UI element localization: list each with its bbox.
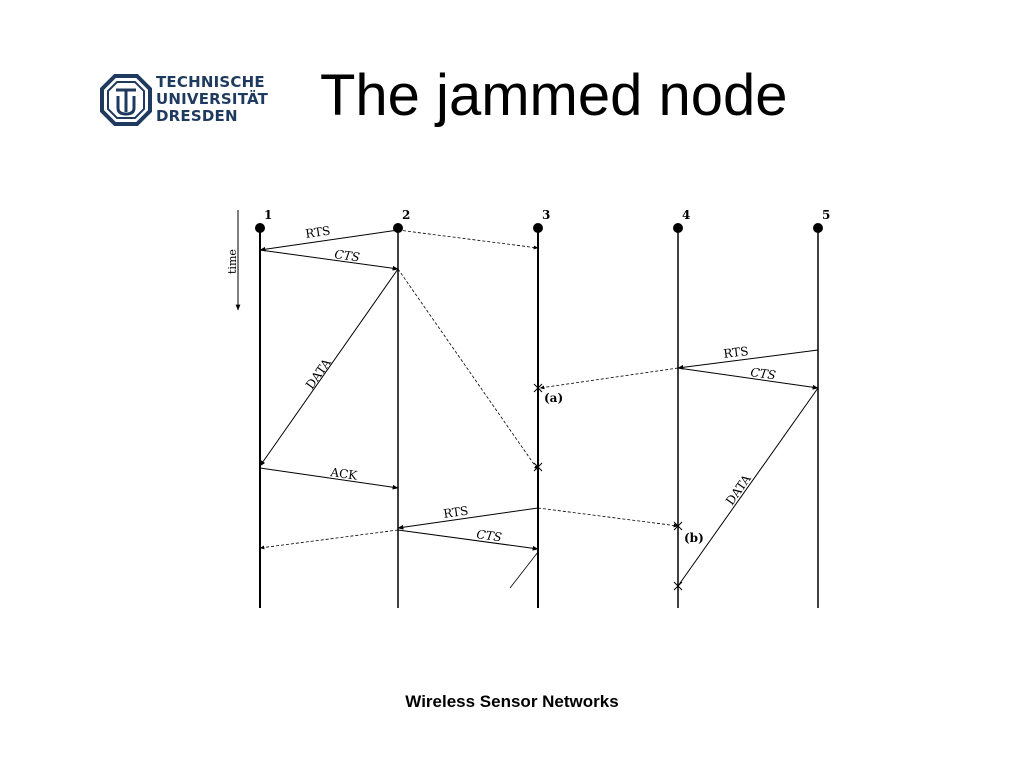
node-label-1: 1 bbox=[264, 208, 272, 222]
logo-line-2: UNIVERSITÄT bbox=[156, 90, 269, 108]
cts-overheard-2-to-1 bbox=[259, 529, 399, 550]
tu-dresden-logo-icon bbox=[100, 74, 152, 126]
logo-line-3: DRESDEN bbox=[156, 107, 238, 125]
rts-arrow-3-to-2 bbox=[397, 507, 539, 530]
rts-arrow-5-to-4 bbox=[677, 349, 819, 370]
cts-label-5: CTS bbox=[750, 365, 777, 382]
node-dot-4 bbox=[673, 223, 683, 233]
rts-arrow-2-to-1 bbox=[259, 229, 399, 252]
collision-mark-a bbox=[533, 383, 543, 393]
slide-title: The jammed node bbox=[320, 63, 788, 128]
rts-overheard-3-to-4 bbox=[537, 507, 679, 528]
data-arrow-5-to-4 bbox=[677, 387, 819, 587]
rts-label-1: RTS bbox=[304, 224, 331, 241]
node-dot-5 bbox=[813, 223, 823, 233]
university-logo: TECHNISCHE UNIVERSITÄT DRESDEN bbox=[100, 70, 270, 130]
collision-mark-3-data bbox=[533, 462, 543, 472]
rts-overheard-4-to-3 bbox=[539, 367, 679, 390]
node-dot-1 bbox=[255, 223, 265, 233]
logo-wordmark: TECHNISCHE UNIVERSITÄT DRESDEN bbox=[156, 74, 268, 125]
ack-arrow-1-to-2 bbox=[259, 467, 399, 490]
cts-label-1: CTS bbox=[334, 247, 361, 264]
logo-line-1: TECHNISCHE bbox=[156, 73, 265, 91]
data-arrow-2-to-1 bbox=[259, 268, 399, 467]
node-label-4: 4 bbox=[682, 208, 690, 222]
cts-arrow-4-to-5 bbox=[677, 367, 819, 390]
rts-overheard-2-to-3 bbox=[397, 229, 539, 250]
data-label-5: DATA bbox=[723, 472, 754, 508]
rts-label-5: RTS bbox=[723, 344, 750, 361]
node-label-5: 5 bbox=[822, 208, 830, 222]
node-label-3: 3 bbox=[542, 208, 550, 222]
time-axis-label: time bbox=[226, 249, 239, 274]
annotation-b: (b) bbox=[684, 531, 704, 545]
data-start-from-3 bbox=[509, 551, 539, 589]
node-label-2: 2 bbox=[402, 208, 410, 222]
cts-label-3: CTS bbox=[476, 527, 503, 544]
rts-label-3: RTS bbox=[442, 504, 469, 521]
slide-footer: Wireless Sensor Networks bbox=[405, 692, 619, 711]
annotation-a: (a) bbox=[544, 391, 563, 405]
ack-label-1: ACK bbox=[329, 465, 360, 483]
cts-arrow-2-to-3 bbox=[397, 529, 539, 551]
collision-mark-4-data bbox=[673, 581, 683, 591]
data-label-1: DATA bbox=[303, 356, 334, 392]
cts-arrow-1-to-2 bbox=[259, 249, 399, 271]
node-dot-3 bbox=[533, 223, 543, 233]
timing-diagram: time 1 2 3 4 5 RTS CTS DATA ACK RTS CTS … bbox=[226, 208, 830, 608]
node-dot-2 bbox=[393, 223, 403, 233]
collision-mark-b bbox=[673, 521, 683, 531]
data-overheard-2-to-3 bbox=[397, 268, 539, 471]
